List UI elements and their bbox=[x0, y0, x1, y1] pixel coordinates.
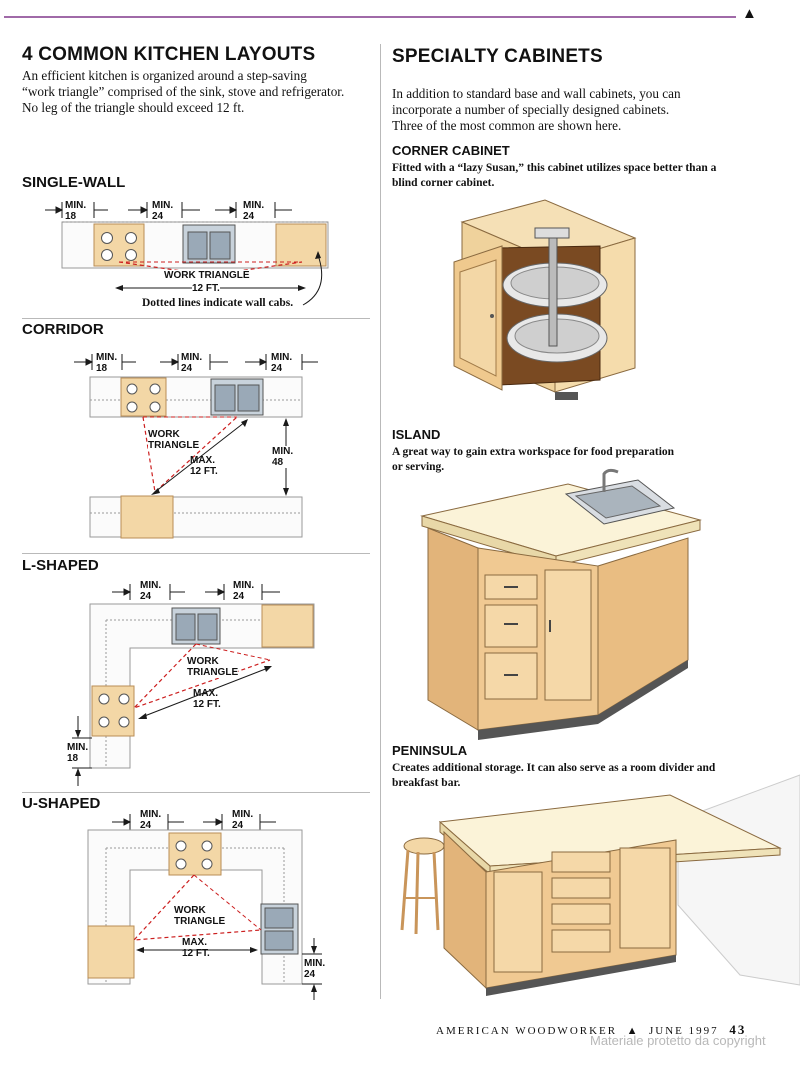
l-shaped-dim-3: MIN.18 bbox=[67, 742, 89, 764]
single-wall-diagram bbox=[45, 202, 329, 306]
u-shaped-diagram bbox=[87, 814, 322, 1000]
island-illustration bbox=[420, 468, 702, 740]
u-shaped-max-label: MAX.12 FT. bbox=[182, 937, 210, 959]
l-shaped-dim-1: MIN.24 bbox=[140, 580, 162, 602]
footer-issue: JUNE 1997 bbox=[649, 1025, 719, 1037]
corridor-dim-1: MIN.18 bbox=[96, 352, 118, 374]
right-intro-line: In addition to standard base and wall ca… bbox=[392, 86, 681, 101]
single-wall-triangle-label: WORK TRIANGLE bbox=[164, 270, 250, 281]
corridor-diagram bbox=[74, 354, 318, 539]
corner-cabinet-heading: CORNER CABINET bbox=[392, 143, 510, 158]
corner-cabinet-illustration bbox=[453, 199, 637, 400]
single-wall-note: Dotted lines indicate wall cabs. bbox=[142, 297, 294, 309]
u-shaped-dim-2: MIN.24 bbox=[232, 809, 254, 831]
island-heading: ISLAND bbox=[392, 427, 441, 442]
footer: AMERICAN WOODWORKER ▲ JUNE 1997 43 bbox=[436, 1022, 746, 1038]
section-rule bbox=[22, 318, 370, 319]
single-wall-heading: SINGLE-WALL bbox=[22, 174, 126, 191]
right-title: SPECIALTY CABINETS bbox=[392, 46, 603, 67]
single-wall-dim-2: MIN.24 bbox=[152, 200, 174, 222]
l-shaped-diagram bbox=[72, 584, 315, 786]
u-shaped-heading: U-SHAPED bbox=[22, 795, 101, 812]
single-wall-triangle-dim: 12 FT. bbox=[192, 283, 220, 294]
corridor-gap-label: MIN.48 bbox=[272, 446, 294, 468]
left-intro-line: An efficient kitchen is organized around… bbox=[22, 68, 307, 83]
left-title: 4 COMMON KITCHEN LAYOUTS bbox=[22, 44, 316, 65]
footer-separator-icon: ▲ bbox=[621, 1025, 645, 1037]
right-intro-line: incorporate a number of specially design… bbox=[392, 102, 670, 117]
l-shaped-max-label: MAX.12 FT. bbox=[193, 688, 221, 710]
corridor-dim-2: MIN.24 bbox=[181, 352, 203, 374]
column-divider bbox=[380, 44, 381, 999]
left-intro: An efficient kitchen is organized around… bbox=[22, 68, 377, 116]
l-shaped-heading: L-SHAPED bbox=[22, 557, 99, 574]
left-intro-line: “work triangle” comprised of the sink, s… bbox=[22, 84, 345, 99]
island-caption: A great way to gain extra workspace for … bbox=[392, 446, 675, 473]
u-shaped-dim-1: MIN.24 bbox=[140, 809, 162, 831]
peninsula-illustration bbox=[400, 774, 800, 996]
right-intro: In addition to standard base and wall ca… bbox=[392, 86, 792, 134]
copyright-watermark: Materiale protetto da copyright bbox=[590, 1033, 766, 1048]
section-rule bbox=[22, 553, 370, 554]
footer-page: 43 bbox=[729, 1022, 747, 1037]
single-wall-dim-3: MIN.24 bbox=[243, 200, 265, 222]
corridor-dim-3: MIN.24 bbox=[271, 352, 293, 374]
peninsula-heading: PENINSULA bbox=[392, 743, 468, 758]
section-rule bbox=[22, 792, 370, 793]
up-triangle-icon: ▲ bbox=[742, 5, 757, 22]
corridor-max-label: MAX.12 FT. bbox=[190, 455, 218, 477]
right-intro-line: Three of the most common are shown here. bbox=[392, 118, 622, 133]
u-shaped-dim-3: MIN.24 bbox=[304, 958, 326, 980]
corner-cabinet-caption: Fitted with a “lazy Susan,” this cabinet… bbox=[392, 162, 717, 189]
peninsula-caption: Creates additional storage. It can also … bbox=[392, 762, 716, 789]
single-wall-dim-1: MIN.18 bbox=[65, 200, 87, 222]
footer-magazine: AMERICAN WOODWORKER bbox=[436, 1025, 618, 1037]
top-rule bbox=[4, 16, 736, 18]
l-shaped-dim-2: MIN.24 bbox=[233, 580, 255, 602]
left-intro-line: No leg of the triangle should exceed 12 … bbox=[22, 100, 245, 115]
corridor-heading: CORRIDOR bbox=[22, 321, 104, 338]
